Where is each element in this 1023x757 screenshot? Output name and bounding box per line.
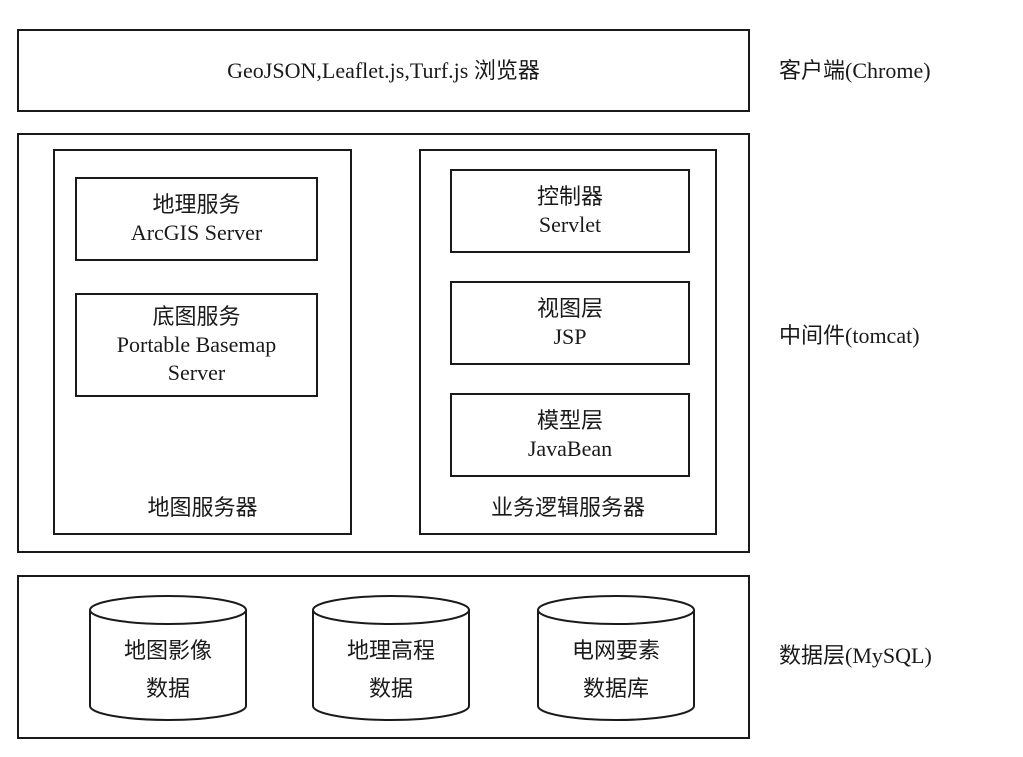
database-cylinder-3: 电网要素 数据库: [536, 594, 696, 722]
middleware-layer-box: 地理服务 ArcGIS Server 底图服务 Portable Basemap…: [17, 133, 750, 553]
data-layer-label: 数据层(MySQL): [779, 643, 932, 668]
model-layer-box: 模型层 JavaBean: [450, 393, 690, 477]
controller-box: 控制器 Servlet: [450, 169, 690, 253]
model-layer-name: JavaBean: [527, 436, 613, 461]
geo-service-name: ArcGIS Server: [130, 220, 263, 245]
logic-server-title: 业务逻辑服务器: [490, 495, 645, 520]
database-2-line2: 数据: [368, 676, 413, 701]
database-icon: [537, 595, 695, 721]
basemap-service-title: 底图服务: [152, 304, 241, 329]
database-cylinder-1: 地图影像 数据: [88, 594, 248, 722]
model-layer-title: 模型层: [536, 408, 603, 433]
view-layer-box: 视图层 JSP: [450, 281, 690, 365]
map-server-title: 地图服务器: [147, 495, 258, 520]
view-layer-title: 视图层: [536, 296, 603, 321]
database-2-line1: 地理高程: [346, 638, 435, 663]
client-layer-box: GeoJSON,Leaflet.js,Turf.js 浏览器: [17, 29, 750, 112]
logic-server-box: 控制器 Servlet 视图层 JSP 模型层 JavaBean 业务逻辑服务器: [419, 149, 717, 535]
basemap-service-name-line2: Server: [167, 360, 226, 385]
basemap-service-box: 底图服务 Portable Basemap Server: [75, 293, 318, 397]
database-icon: [89, 595, 247, 721]
database-1-line1: 地图影像: [123, 638, 212, 663]
view-layer-name: JSP: [553, 324, 587, 349]
geo-service-box: 地理服务 ArcGIS Server: [75, 177, 318, 261]
database-cylinder-2: 地理高程 数据: [311, 594, 471, 722]
database-1-line2: 数据: [145, 676, 190, 701]
client-content: GeoJSON,Leaflet.js,Turf.js 浏览器: [227, 57, 540, 83]
map-server-box: 地理服务 ArcGIS Server 底图服务 Portable Basemap…: [53, 149, 352, 535]
geo-service-title: 地理服务: [152, 192, 241, 217]
database-3-line1: 电网要素: [571, 638, 660, 663]
basemap-service-name-line1: Portable Basemap: [116, 332, 277, 357]
database-3-line2: 数据库: [582, 676, 649, 701]
data-layer-box: 地图影像 数据 地理高程 数据 电网要素 数据库: [17, 575, 750, 739]
controller-name: Servlet: [538, 212, 602, 237]
middleware-layer-label: 中间件(tomcat): [779, 323, 920, 348]
controller-title: 控制器: [536, 184, 603, 209]
database-icon: [312, 595, 470, 721]
client-layer-label: 客户端(Chrome): [779, 58, 931, 83]
